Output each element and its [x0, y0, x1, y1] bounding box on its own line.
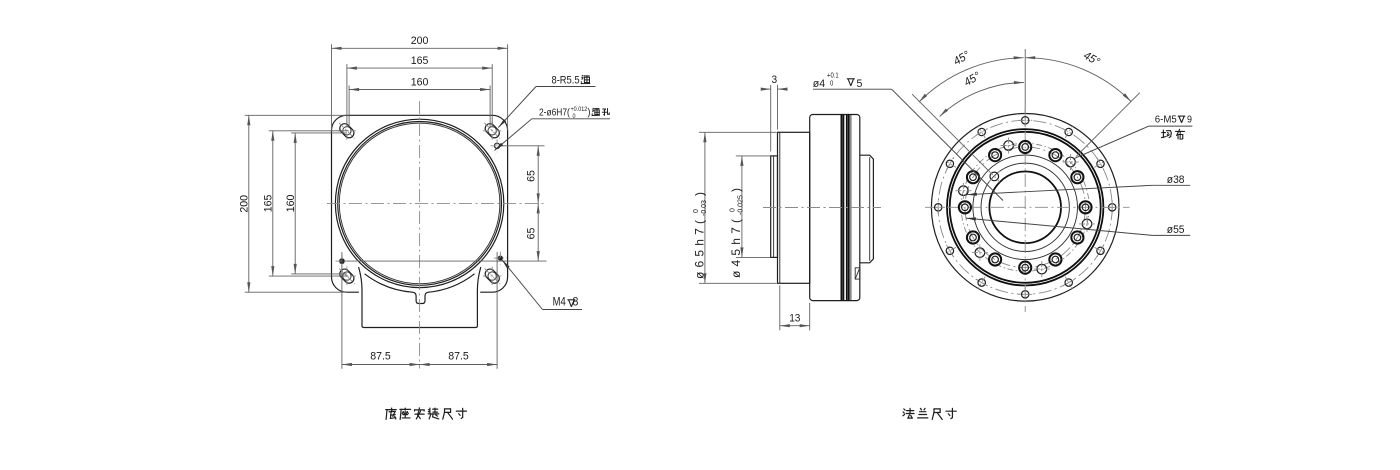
svg-text:87.5: 87.5 [370, 350, 391, 362]
svg-text:200: 200 [238, 195, 250, 213]
svg-text:87.5: 87.5 [448, 350, 469, 362]
svg-text:-0.03: -0.03 [701, 200, 708, 216]
svg-text:ø65h7(: ø65h7( [692, 216, 706, 279]
svg-text:ø45h7(: ø45h7( [729, 215, 743, 278]
svg-text:165: 165 [411, 55, 429, 67]
svg-text:8-R5.5: 8-R5.5 [552, 75, 580, 87]
svg-text:65: 65 [525, 170, 537, 182]
svg-text:ø38: ø38 [1167, 173, 1185, 185]
svg-text:0: 0 [830, 80, 834, 88]
svg-text:165: 165 [262, 195, 274, 213]
svg-text:+0.1: +0.1 [827, 72, 839, 80]
svg-text:65: 65 [525, 228, 537, 240]
svg-text:): ) [588, 107, 591, 119]
svg-text:160: 160 [285, 195, 297, 213]
svg-text:ø4: ø4 [813, 78, 825, 90]
svg-text:2-ø6H7(: 2-ø6H7( [539, 107, 571, 119]
svg-text:3: 3 [771, 73, 777, 85]
svg-text:13: 13 [789, 312, 800, 324]
svg-text:0: 0 [573, 112, 577, 120]
svg-text:0: 0 [730, 208, 737, 212]
svg-text:0: 0 [693, 209, 700, 213]
svg-text:): ) [729, 188, 743, 192]
svg-text:-0.025: -0.025 [738, 195, 745, 215]
svg-text:200: 200 [411, 35, 429, 47]
svg-text:6-M5: 6-M5 [1155, 114, 1177, 125]
svg-text:ø55: ø55 [1167, 224, 1185, 236]
svg-text:160: 160 [411, 76, 429, 88]
svg-text:8: 8 [573, 296, 579, 309]
svg-text:): ) [692, 192, 706, 196]
svg-text:9: 9 [1187, 114, 1192, 126]
svg-text:M4: M4 [553, 296, 566, 309]
svg-text:5: 5 [857, 78, 863, 90]
